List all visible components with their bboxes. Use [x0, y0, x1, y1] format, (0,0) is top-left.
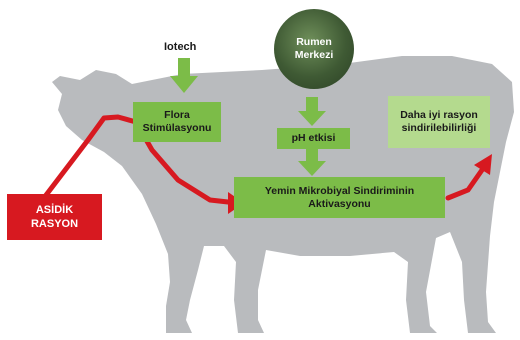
red-exit-path	[445, 167, 485, 201]
yemin-mikrobiyal-box: Yemin Mikrobiyal Sindiriminin Aktivasyon…	[234, 177, 445, 218]
rumen-merkezi-circle: Rumen Merkezi	[274, 9, 354, 89]
ph-etkisi-box: pH etkisi	[277, 128, 350, 149]
arrow-rumen-ph	[298, 97, 326, 126]
arrow-ph-yemin	[298, 148, 326, 176]
iotech-label: Iotech	[164, 41, 197, 53]
flora-stimulasyonu-box: Flora Stimülasyonu	[133, 102, 221, 142]
red-arrowhead-daha	[474, 154, 492, 175]
arrow-iotech-flora	[170, 58, 198, 93]
asidik-rasyon-box: ASİDİK RASYON	[7, 194, 102, 240]
daha-iyi-rasyon-box: Daha iyi rasyon sindirilebilirliği	[388, 96, 490, 148]
